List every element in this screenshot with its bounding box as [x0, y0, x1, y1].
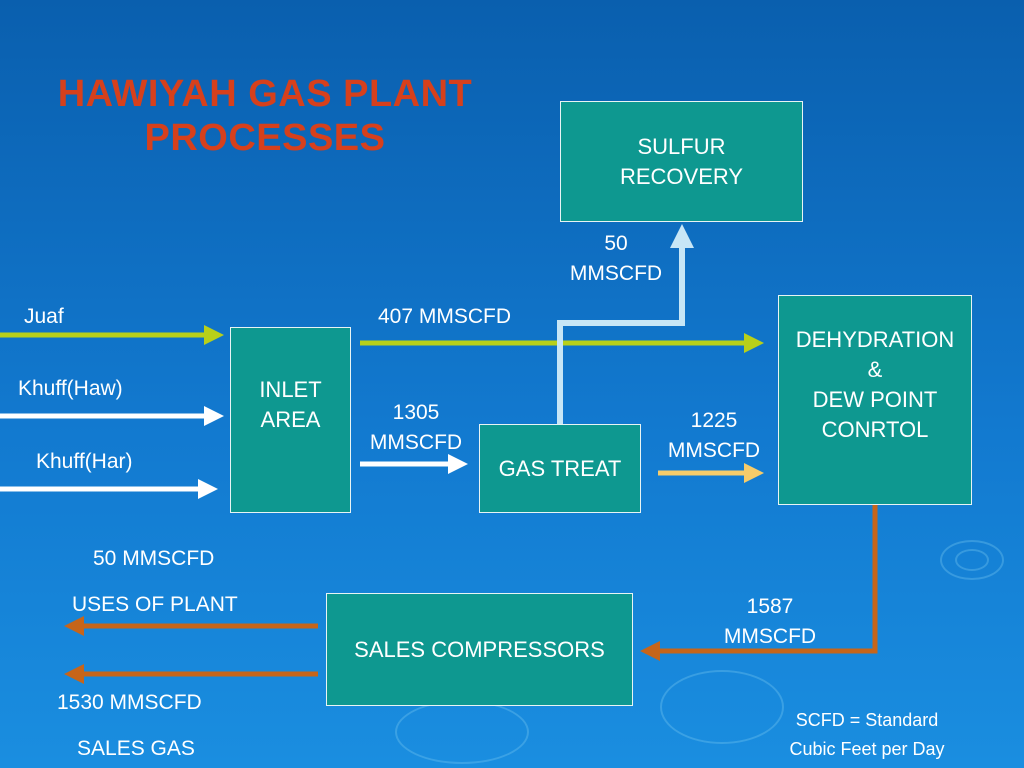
sales-compressors-box: SALES COMPRESSORS [326, 593, 633, 706]
flow-label-inlet-to-treat-line-2: MMSCFD [369, 431, 463, 454]
flow-label-to-sulfur: 50 MMSCFD [556, 229, 676, 289]
flow-label-dehy-to-sales: 1587 MMSCFD [710, 592, 830, 652]
flow-label-inlet-to-treat: 1305 MMSCFD [356, 398, 476, 458]
dehydration-box-line-2: & [867, 357, 883, 382]
flow-label-to-sulfur-line-2: MMSCFD [569, 262, 663, 285]
output-sales-gas-label: SALES GAS [77, 737, 195, 760]
title-line-2: PROCESSES [144, 117, 386, 159]
output-sales-gas-amount: 1530 MMSCFD [57, 691, 202, 714]
flow-label-treat-to-dehy: 1225 MMSCFD [654, 406, 774, 466]
sulfur-box-line-2: RECOVERY [619, 163, 744, 189]
sulfur-box-line-1: SULFUR [637, 133, 726, 159]
sales-compressors-box-label: SALES COMPRESSORS [354, 636, 605, 662]
flow-label-bypass: 407 MMSCFD [378, 305, 512, 328]
flow-label-to-sulfur-line-1: 50 [604, 232, 628, 255]
title-line-1: HAWIYAH GAS PLANT [57, 73, 473, 115]
arrow-dehydration-to-sales [640, 505, 878, 661]
inlet-box-line-2: AREA [260, 407, 321, 432]
dehydration-box-line-3: DEW POINT [812, 387, 938, 412]
ripple-decoration [955, 549, 989, 571]
scfd-note-line-1: SCFD = Standard [795, 710, 939, 730]
ripple-decoration [660, 670, 784, 744]
input-label-juaf: Juaf [24, 305, 64, 328]
dehydration-box-line-4: CONRTOL [821, 417, 929, 442]
flow-label-treat-to-dehy-line-1: 1225 [690, 409, 738, 432]
scfd-note-line-2: Cubic Feet per Day [789, 739, 945, 759]
sulfur-recovery-box: SULFUR RECOVERY [560, 101, 803, 222]
dehydration-box-line-1: DEHYDRATION [795, 327, 955, 352]
inlet-box-line-1: INLET [259, 377, 322, 402]
scfd-definition-note: SCFD = Standard Cubic Feet per Day [760, 706, 974, 764]
page-title: HAWIYAH GAS PLANT PROCESSES [10, 72, 520, 160]
output-plant-uses-label: USES OF PLANT [72, 593, 238, 616]
gas-treat-box: GAS TREAT [479, 424, 641, 513]
gas-treat-box-label: GAS TREAT [498, 455, 622, 481]
dehydration-box: DEHYDRATION & DEW POINT CONRTOL [778, 295, 972, 505]
input-label-khuff-har: Khuff(Har) [36, 450, 133, 473]
arrow-gas-treat-to-sulfur [557, 224, 694, 424]
flow-label-inlet-to-treat-line-1: 1305 [392, 401, 440, 424]
ripple-decoration [940, 540, 1004, 580]
flow-label-dehy-to-sales-line-2: MMSCFD [723, 625, 817, 648]
inlet-area-box: INLET AREA [230, 327, 351, 513]
input-label-khuff-haw: Khuff(Haw) [18, 377, 123, 400]
flow-label-treat-to-dehy-line-2: MMSCFD [667, 439, 761, 462]
flow-label-dehy-to-sales-line-1: 1587 [746, 595, 794, 618]
output-plant-uses-amount: 50 MMSCFD [93, 547, 215, 570]
